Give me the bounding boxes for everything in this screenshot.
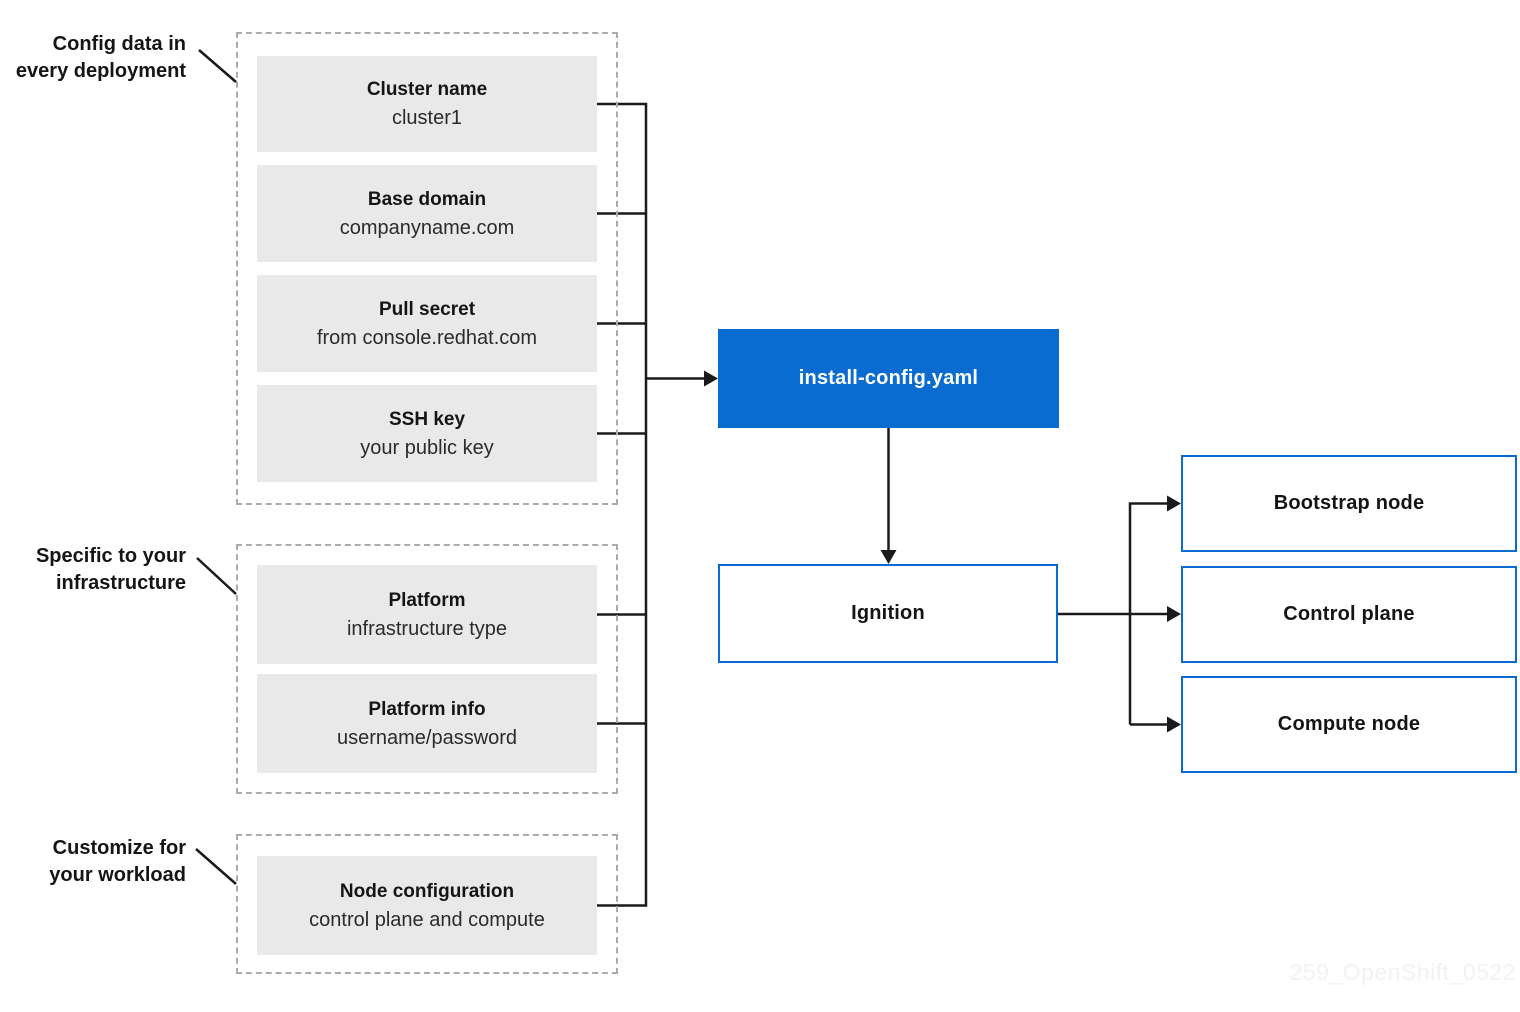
config-box-subtitle: cluster1: [391, 107, 463, 129]
ignition-label: Ignition: [851, 602, 925, 624]
config-box-title: Cluster name: [366, 79, 488, 100]
config-box-title: Platform info: [368, 698, 486, 720]
config-box-subtitle: control plane and compute: [309, 908, 545, 931]
config-box-title: Base domain: [367, 188, 487, 210]
annotation-workload: Customize for your workload: [49, 837, 186, 886]
install-config-label: install-config.yaml: [798, 367, 979, 389]
output-box-control-plane: Control plane: [1181, 566, 1517, 663]
config-box-title: Pull secret: [378, 298, 476, 320]
leader-line-config-data: [198, 49, 237, 83]
leader-line-workload: [195, 848, 237, 885]
output-box-bootstrap: Bootstrap node: [1181, 455, 1517, 552]
config-box-ssh-key: SSH key your public key: [257, 385, 597, 482]
config-box-title: SSH key: [388, 408, 466, 430]
ignition-box: Ignition: [718, 564, 1058, 663]
config-box-subtitle: your public key: [360, 436, 494, 459]
annotation-infrastructure: Specific to your infrastructure: [35, 545, 186, 594]
group-infrastructure: [236, 544, 618, 794]
arrowhead-control-plane: [1167, 606, 1181, 622]
arrowhead-ignition: [880, 550, 897, 564]
collector-line: [597, 102, 648, 907]
config-box-subtitle: username/password: [336, 726, 518, 749]
config-box-subtitle: companyname.com: [339, 216, 515, 239]
annotation-config-data: Config data in every deployment: [15, 33, 186, 82]
arrowhead-compute: [1167, 716, 1181, 733]
output-box-label: Compute node: [1277, 713, 1421, 735]
config-box-node-configuration: Node configuration control plane and com…: [257, 856, 597, 955]
config-box-pull-secret: Pull secret from console.redhat.com: [257, 275, 597, 372]
output-box-label: Bootstrap node: [1273, 492, 1425, 514]
arrowhead-bootstrap: [1167, 495, 1181, 512]
output-box-compute: Compute node: [1181, 676, 1517, 773]
config-box-title: Platform: [388, 589, 466, 611]
group-workload: [236, 834, 618, 974]
branch-vertical: [1128, 502, 1167, 725]
leader-line-infrastructure: [196, 557, 237, 595]
watermark: 259_OpenShift_0522: [1289, 959, 1516, 985]
config-box-platform: Platform infrastructure type: [257, 565, 597, 664]
arrowhead-install-config: [704, 370, 718, 387]
config-box-subtitle: from console.redhat.com: [316, 326, 538, 349]
config-box-title: Node configuration: [339, 880, 515, 902]
group-config-data: [236, 32, 618, 505]
install-config-box: install-config.yaml: [718, 329, 1059, 428]
config-box-platform-info: Platform info username/password: [257, 674, 597, 773]
config-box-base-domain: Base domain companyname.com: [257, 165, 597, 262]
config-box-subtitle: infrastructure type: [346, 617, 508, 640]
output-box-label: Control plane: [1283, 603, 1415, 625]
config-box-cluster-name: Cluster name cluster1: [257, 56, 597, 152]
